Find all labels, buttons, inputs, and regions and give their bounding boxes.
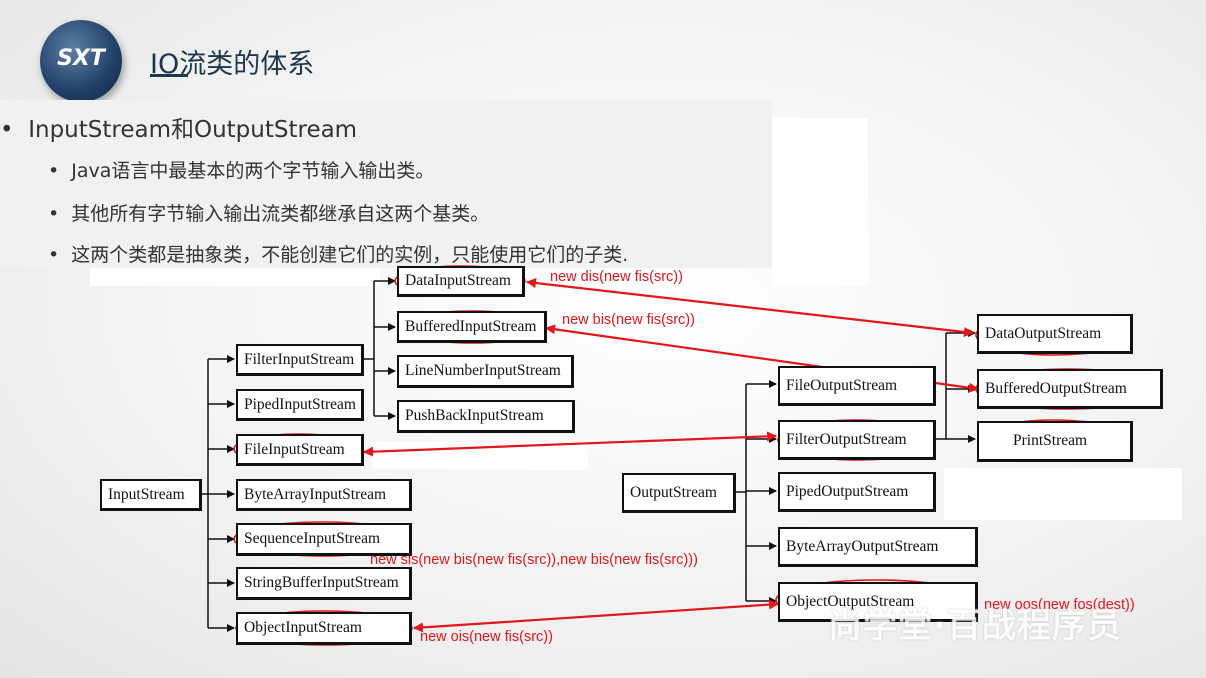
linenumberinputstream-box: LineNumberInputStream [397, 355, 574, 388]
background-patch [772, 118, 868, 286]
bullet-item: • 这两个类都是抽象类，不能创建它们的实例，只能使用它们的子类. [48, 240, 628, 267]
filterinputstream-box: FilterInputStream [236, 344, 364, 376]
sequenceinputstream-box: SequenceInputStream [236, 523, 412, 556]
stringbufferinputstream-box: StringBufferInputStream [236, 567, 412, 600]
filteroutputstream-box: FilterOutputStream [778, 420, 936, 460]
bullet-dot: • [48, 160, 72, 182]
bullet-item-text: 这两个类都是抽象类，不能创建它们的实例，只能使用它们的子类. [71, 244, 629, 266]
pipedinputstream-box: PipedInputStream [236, 389, 364, 421]
bullet-item-text: 其他所有字节输入输出流类都继承自这两个基类。 [71, 203, 490, 225]
annotation-ois: new ois(new fis(src)) [420, 629, 553, 645]
bufferedoutputstream-box: BufferedOutputStream [977, 369, 1163, 409]
text-panel [0, 100, 772, 268]
logo-text: SXT [57, 46, 105, 71]
sxt-logo: SXT [40, 20, 122, 102]
annotation-bis: new bis(new fis(src)) [562, 312, 695, 328]
bytearrayoutputstream-box: ByteArrayOutputStream [778, 527, 978, 567]
inputstream-box: InputStream [100, 479, 202, 511]
pipedoutputstream-box: PipedOutputStream [778, 472, 936, 512]
dataoutputstream-box: DataOutputStream [977, 314, 1133, 354]
datainputstream-box: DataInputStream [397, 266, 525, 297]
outputstream-box: OutputStream [622, 473, 736, 513]
pushbackinputstream-box: PushBackInputStream [397, 400, 575, 433]
annotation-oos: new oos(new fos(dest)) [984, 597, 1135, 613]
bullet-main: • InputStream和OutputStream [0, 110, 357, 144]
printstream-box: PrintStream [977, 421, 1133, 462]
bullet-item-text: Java语言中最基本的两个字节输入输出类。 [71, 160, 435, 182]
bufferedinputstream-box: BufferedInputStream [397, 311, 547, 343]
bullet-main-text: InputStream和OutputStream [28, 117, 358, 143]
annotation-sis: new sis(new bis(new fis(src)),new bis(ne… [370, 552, 698, 568]
fileoutputstream-box: FileOutputStream [778, 366, 936, 406]
bullet-dot: • [48, 244, 72, 266]
bytearrayinputstream-box: ByteArrayInputStream [236, 479, 412, 511]
fileinputstream-box: FileInputStream [236, 434, 364, 466]
objectinputstream-box: ObjectInputStream [236, 612, 412, 645]
background-patch [944, 468, 1182, 520]
bullet-item: • Java语言中最基本的两个字节输入输出类。 [48, 156, 434, 183]
objectoutputstream-box: ObjectOutputStream [778, 582, 978, 622]
bullet-dot: • [48, 203, 72, 225]
bullet-dot: • [0, 117, 29, 143]
watermark: 尚学堂·百战程序员 [828, 606, 1122, 646]
annotation-dis: new dis(new fis(src)) [550, 269, 683, 285]
bullet-item: • 其他所有字节输入输出流类都继承自这两个基类。 [48, 199, 489, 226]
title-underline [150, 74, 188, 77]
background-patch [90, 266, 380, 286]
